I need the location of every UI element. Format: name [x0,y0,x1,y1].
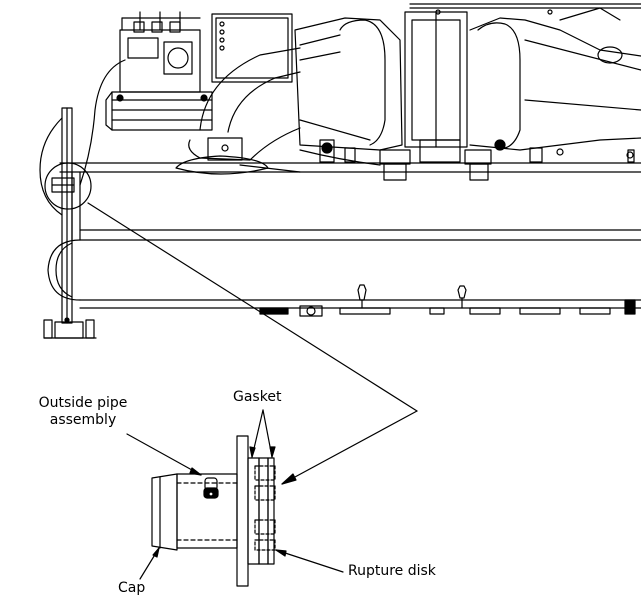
callout-arrowhead [281,473,297,485]
outside-pipe-assembly-label: Outside pipe assembly [18,395,148,429]
outside-pipe-detail [176,473,238,549]
outside-pipe-label-line1: Outside pipe [38,395,128,411]
callout-line-upper [87,202,418,412]
shell-fittings [259,149,636,317]
cap-label: Cap [118,580,146,596]
rupture-disk-assembly [247,457,276,565]
control-panel [211,13,293,83]
leader-outside-pipe [126,433,202,476]
leader-rupture-disk [275,549,344,573]
shell-top-fittings [239,139,564,181]
callout-line-lower [281,410,418,485]
end-plate [39,107,97,339]
detail-view [126,409,344,587]
rupture-disk-callout-circle [44,162,92,210]
main-shell [47,162,641,309]
compressor-housings [294,3,641,151]
cap-detail [151,473,178,551]
rupture-disk-label: Rupture disk [348,563,436,579]
compressor-motor [79,11,213,186]
leader-lines [126,409,344,580]
gasket-label: Gasket [233,389,282,405]
suction-elbow [175,47,301,175]
outside-pipe-label-line2: assembly [49,412,117,428]
chiller-unit [39,3,641,339]
flange-detail [236,435,249,587]
callout-lines [87,202,418,485]
